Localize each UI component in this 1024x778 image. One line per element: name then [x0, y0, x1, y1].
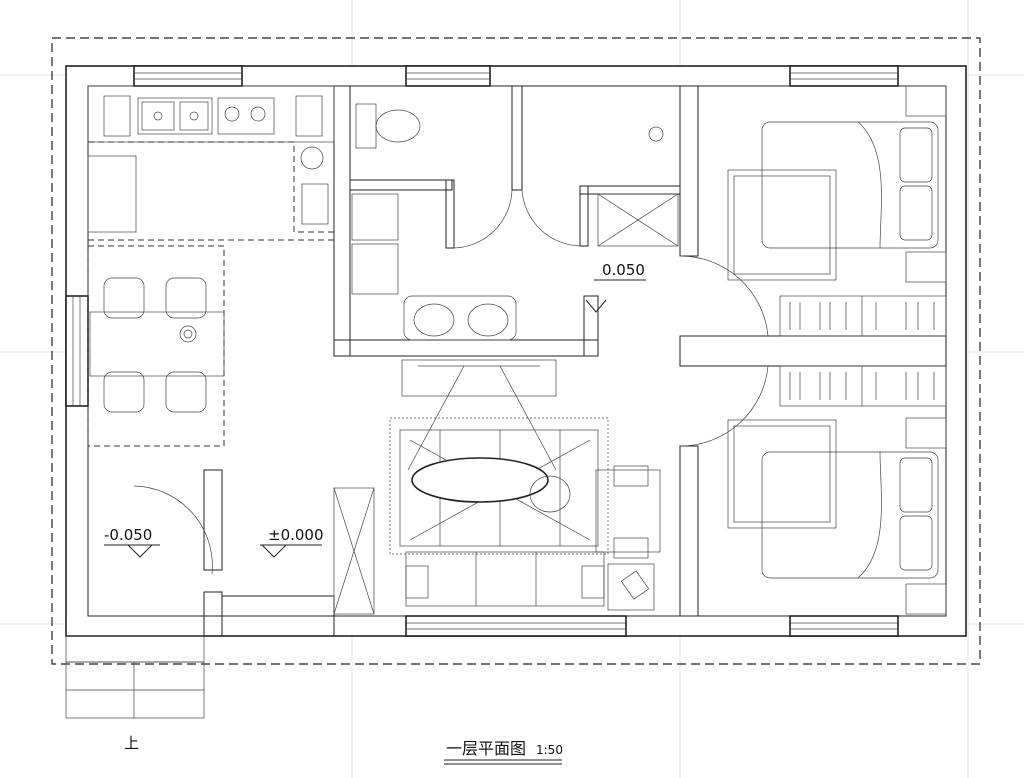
living-room — [333, 359, 661, 615]
level-text-living: ±0.000 — [268, 526, 324, 544]
drawing-scale: 1:50 — [536, 743, 563, 757]
bathroom-fixtures — [351, 103, 679, 341]
drawing-title-block: 一层平面图 1:50 — [444, 739, 563, 765]
level-marker-hall: 0.050 — [585, 261, 646, 313]
bedroom-south — [727, 365, 947, 615]
entry-steps — [65, 635, 205, 719]
drawing-title: 一层平面图 — [446, 739, 526, 758]
dining-set — [87, 245, 225, 447]
level-text-entry: -0.050 — [104, 526, 152, 544]
window-west — [65, 295, 89, 407]
roof-outline — [51, 37, 981, 665]
exterior-walls — [65, 65, 967, 637]
level-marker-entry: -0.050 — [104, 526, 160, 558]
windows-top — [133, 65, 899, 87]
level-text-hall: 0.050 — [602, 261, 645, 279]
windows-bottom — [405, 615, 899, 637]
level-marker-living: ±0.000 — [260, 526, 324, 558]
kitchen — [87, 85, 335, 241]
stair-up-label: 上 — [124, 734, 139, 752]
bedroom-north — [727, 85, 947, 337]
doors — [133, 189, 769, 575]
